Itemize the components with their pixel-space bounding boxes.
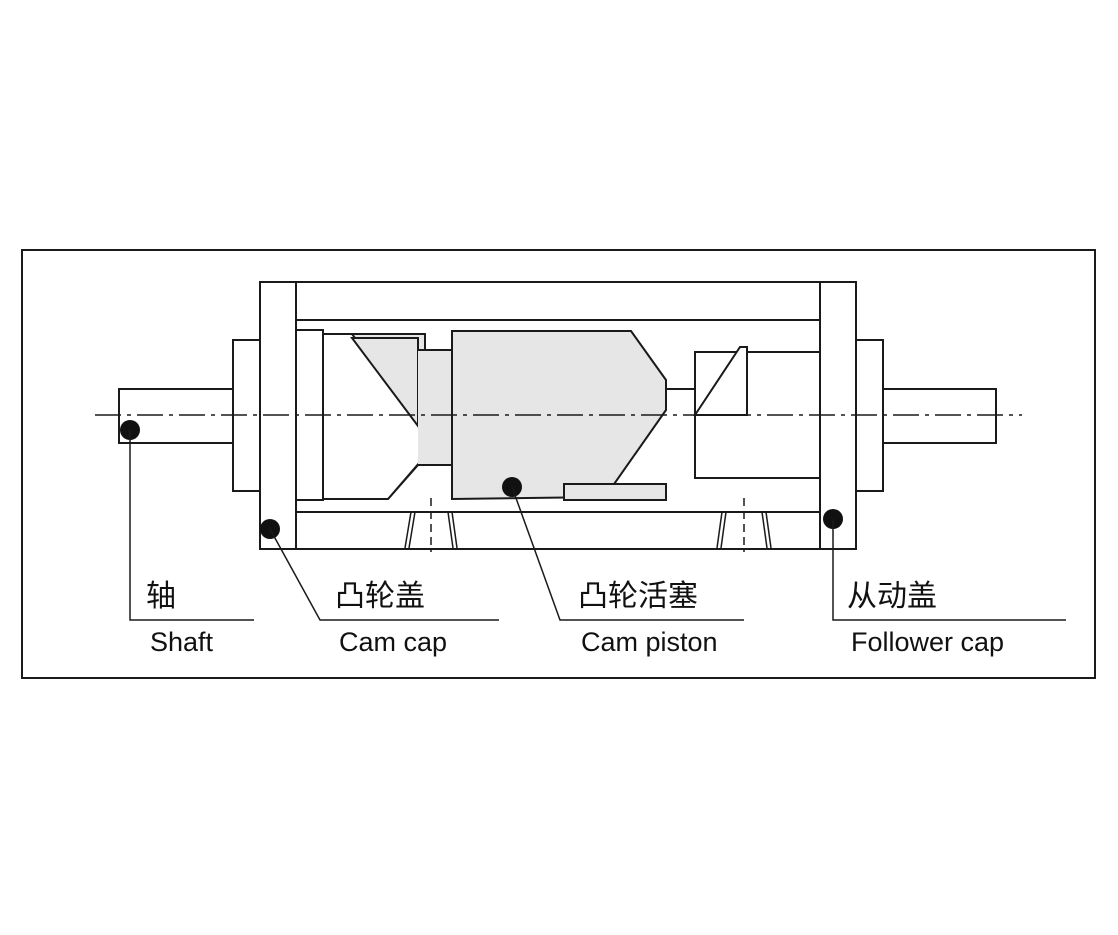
cam-body	[322, 333, 452, 500]
callout-cam-piston	[502, 477, 744, 621]
label-cam-piston-en: Cam piston	[581, 627, 718, 657]
callout-cam-cap	[260, 519, 499, 621]
outer-frame	[21, 249, 1096, 679]
label-follower-cap-en: Follower cap	[851, 627, 1004, 657]
label-cam-cap-en: Cam cap	[339, 627, 447, 657]
label-follower-cap-zh: 从动盖	[847, 579, 937, 614]
label-shaft-en: Shaft	[150, 627, 214, 657]
label-cam-cap-zh: 凸轮盖	[335, 579, 425, 614]
callout-shaft	[120, 420, 254, 621]
bolt-right	[716, 498, 772, 552]
callout-follower-cap	[823, 509, 1066, 621]
follower-body	[693, 346, 821, 479]
label-cam-piston-zh: 凸轮活塞	[578, 579, 698, 614]
bolt-left	[404, 498, 458, 552]
label-shaft-zh: 轴	[146, 579, 176, 614]
